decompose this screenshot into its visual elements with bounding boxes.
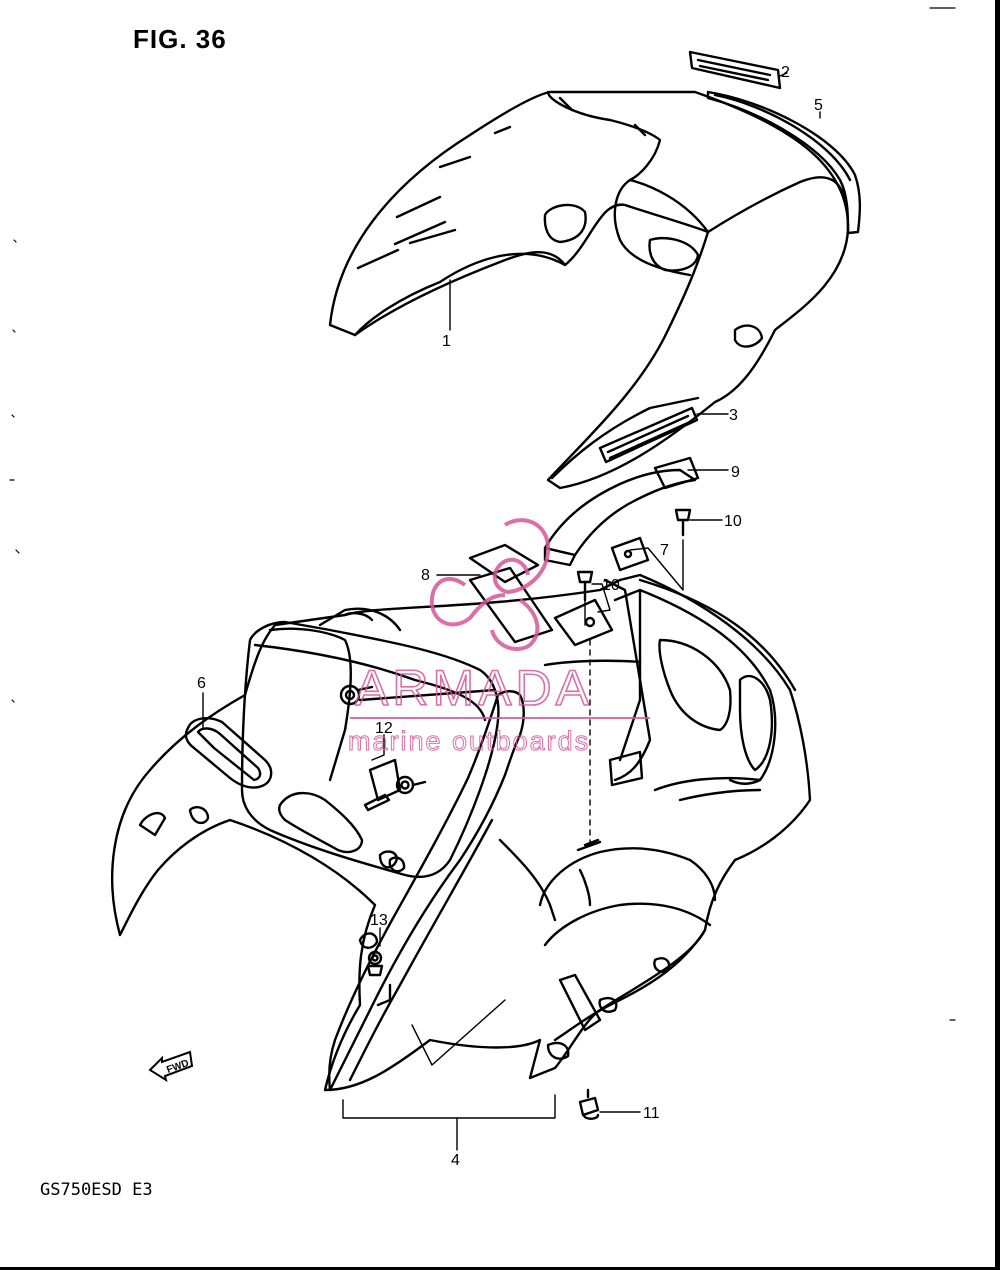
callout-5: 5 bbox=[814, 97, 823, 114]
part-13-grommet bbox=[366, 950, 384, 977]
watermark-tagline: marine outboards bbox=[348, 726, 590, 756]
part-12-screw-set bbox=[339, 684, 427, 812]
part-1-seat-tail-cowl bbox=[328, 90, 850, 490]
leader-lines bbox=[202, 72, 821, 1151]
watermark-brand: ARMADA bbox=[355, 660, 593, 716]
part-6-reflector bbox=[184, 716, 273, 789]
part-8-hinge-bracket bbox=[468, 543, 614, 647]
callout-4: 4 bbox=[451, 1152, 460, 1169]
callout-10-lower: 10 bbox=[602, 577, 620, 594]
callout-10-upper: 10 bbox=[724, 513, 742, 530]
part-10-bolt-upper bbox=[674, 508, 692, 537]
page-border-bottom bbox=[0, 1267, 1000, 1270]
callout-9: 9 bbox=[731, 464, 740, 481]
part-7-bracket-plate bbox=[610, 536, 650, 572]
part-4-tail-frame bbox=[111, 573, 812, 1092]
callout-1: 1 bbox=[442, 333, 451, 350]
part-11-bolt bbox=[578, 1088, 600, 1120]
model-code-label: GS750ESD E3 bbox=[40, 1180, 153, 1200]
armada-watermark: ARMADA marine outboards bbox=[348, 518, 650, 757]
callout-7: 7 bbox=[660, 542, 669, 559]
callout-13: 13 bbox=[370, 912, 388, 929]
callout-2: 2 bbox=[781, 64, 790, 81]
callout-12: 12 bbox=[375, 720, 393, 737]
armada-logo-mark bbox=[429, 518, 551, 651]
callout-3: 3 bbox=[729, 407, 738, 424]
part-5-trim-strip bbox=[706, 90, 862, 235]
margin-marks bbox=[9, 7, 956, 1021]
figure-title: FIG. 36 bbox=[133, 24, 227, 54]
page-border-right bbox=[995, 0, 1000, 1270]
callout-labels: 1 2 3 4 5 6 7 8 9 10 10 11 12 13 bbox=[197, 64, 823, 1169]
callout-11: 11 bbox=[643, 1105, 660, 1122]
part-4-tail-frame-inner bbox=[278, 659, 642, 1092]
part-10-bolt-lower bbox=[576, 570, 594, 602]
part-2-emblem bbox=[688, 50, 782, 90]
part-9-bracket bbox=[543, 456, 700, 567]
part-4-seat-cover bbox=[240, 607, 500, 879]
fwd-direction-marker: FWD bbox=[148, 1050, 194, 1083]
callout-6: 6 bbox=[197, 675, 206, 692]
callout-8: 8 bbox=[421, 567, 430, 584]
part-3-side-badge bbox=[598, 406, 699, 464]
